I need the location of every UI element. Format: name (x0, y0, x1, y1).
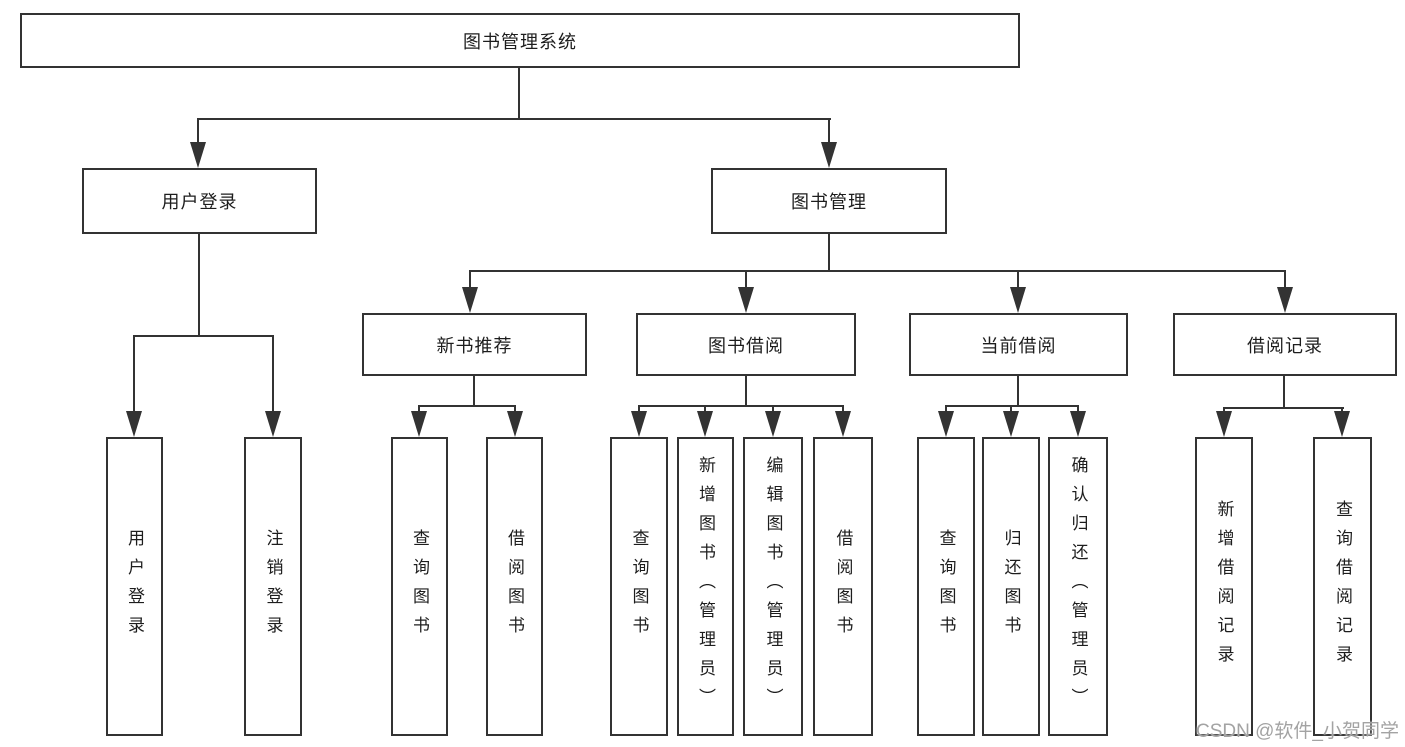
leaf-label: 新增借阅记录 (1214, 499, 1234, 674)
leaf-label: 借阅图书 (505, 528, 524, 645)
arrow-down-icon (738, 287, 754, 313)
conn-records-drop (1223, 407, 1225, 414)
conn-root-hline (197, 118, 831, 120)
conn-newbook-stem (473, 376, 475, 405)
conn-currentborrow-hline (945, 405, 1079, 407)
node-user-login-leaf: 用户登录 (106, 437, 163, 736)
leaf-label: 新增图书（管理员） (696, 456, 715, 717)
node-logout-leaf: 注销登录 (244, 437, 302, 736)
arrow-down-icon (1216, 411, 1232, 437)
leaf-label: 用户登录 (125, 528, 144, 645)
conn-userlogin-drop (272, 335, 274, 413)
arrow-down-icon (938, 411, 954, 437)
node-bb-edit-books-admin: 编辑图书（管理员） (743, 437, 803, 736)
conn-bookborrow-stem (745, 376, 747, 405)
leaf-label: 查询图书 (410, 528, 429, 645)
conn-newbook-drop (418, 405, 420, 414)
node-cb-return-books: 归还图书 (982, 437, 1040, 736)
leaf-label: 编辑图书（管理员） (763, 456, 783, 717)
watermark: CSDN @软件_小贺同学 (1196, 721, 1399, 742)
conn-records-drop (1341, 407, 1343, 414)
conn-bookborrow-drop (638, 405, 640, 414)
leaf-label: 查询图书 (629, 528, 649, 645)
arrow-down-icon (265, 411, 281, 437)
conn-bookborrow-drop (842, 405, 844, 414)
conn-bookmgmt-drop (1284, 270, 1286, 290)
conn-root-drop (828, 118, 830, 146)
node-current-borrow: 当前借阅 (909, 313, 1128, 376)
conn-root-drop (197, 118, 199, 146)
conn-bookborrow-hline (638, 405, 844, 407)
conn-newbook-hline (418, 405, 516, 407)
arrow-down-icon (190, 142, 206, 168)
conn-bookmgmt-hline (469, 270, 1286, 272)
arrow-down-icon (765, 411, 781, 437)
node-br-add-record: 新增借阅记录 (1195, 437, 1253, 736)
conn-bookborrow-drop (704, 405, 706, 414)
node-root: 图书管理系统 (20, 13, 1020, 68)
node-br-query-record: 查询借阅记录 (1313, 437, 1372, 736)
conn-userlogin-drop (133, 335, 135, 413)
node-user-login-label: 用户登录 (161, 192, 238, 212)
conn-records-hline (1223, 407, 1344, 409)
conn-bookmgmt-drop (1017, 270, 1019, 290)
node-cb-query-books: 查询图书 (917, 437, 975, 736)
conn-currentborrow-drop (1010, 405, 1012, 414)
node-book-borrow-label: 图书借阅 (708, 335, 784, 356)
conn-root-stem (518, 68, 520, 118)
conn-bookmgmt-drop (745, 270, 747, 290)
arrow-down-icon (835, 411, 851, 437)
node-current-borrow-label: 当前借阅 (980, 335, 1057, 356)
arrow-down-icon (1070, 411, 1086, 437)
node-new-book-recommend: 新书推荐 (362, 313, 587, 376)
leaf-label: 查询借阅记录 (1333, 499, 1352, 674)
node-book-management-label: 图书管理 (791, 192, 867, 212)
node-bb-query-books: 查询图书 (610, 437, 668, 736)
node-bb-borrow-books: 借阅图书 (813, 437, 873, 736)
arrow-down-icon (1277, 287, 1293, 313)
node-borrow-records-label: 借阅记录 (1247, 335, 1323, 356)
conn-currentborrow-stem (1017, 376, 1019, 405)
arrow-down-icon (821, 142, 837, 168)
arrow-down-icon (1003, 411, 1019, 437)
arrow-down-icon (1334, 411, 1350, 437)
conn-userlogin-stem (198, 234, 200, 335)
conn-bookmgmt-stem (828, 234, 830, 270)
arrow-down-icon (507, 411, 523, 437)
conn-currentborrow-drop (945, 405, 947, 414)
leaf-label: 借阅图书 (833, 528, 853, 645)
node-user-login: 用户登录 (82, 168, 317, 234)
node-new-book-recommend-label: 新书推荐 (436, 335, 513, 356)
node-book-borrow: 图书借阅 (636, 313, 856, 376)
node-borrow-records: 借阅记录 (1173, 313, 1397, 376)
arrow-down-icon (697, 411, 713, 437)
node-root-label: 图书管理系统 (463, 31, 577, 52)
conn-bookmgmt-drop (469, 270, 471, 290)
conn-newbook-drop (514, 405, 516, 414)
arrow-down-icon (411, 411, 427, 437)
conn-userlogin-hline (133, 335, 274, 337)
leaf-label: 注销登录 (263, 528, 283, 645)
node-bb-add-books-admin: 新增图书（管理员） (677, 437, 734, 736)
node-nb-borrow-books: 借阅图书 (486, 437, 543, 736)
arrow-down-icon (462, 287, 478, 313)
node-cb-confirm-return-admin: 确认归还（管理员） (1048, 437, 1108, 736)
arrow-down-icon (1010, 287, 1026, 313)
arrow-down-icon (126, 411, 142, 437)
leaf-label: 确认归还（管理员） (1068, 456, 1088, 717)
node-nb-query-books: 查询图书 (391, 437, 448, 736)
conn-currentborrow-drop (1077, 405, 1079, 414)
arrow-down-icon (631, 411, 647, 437)
conn-bookborrow-drop (772, 405, 774, 414)
conn-records-stem (1283, 376, 1285, 407)
leaf-label: 归还图书 (1001, 528, 1021, 645)
leaf-label: 查询图书 (936, 528, 956, 645)
node-book-management: 图书管理 (711, 168, 947, 234)
